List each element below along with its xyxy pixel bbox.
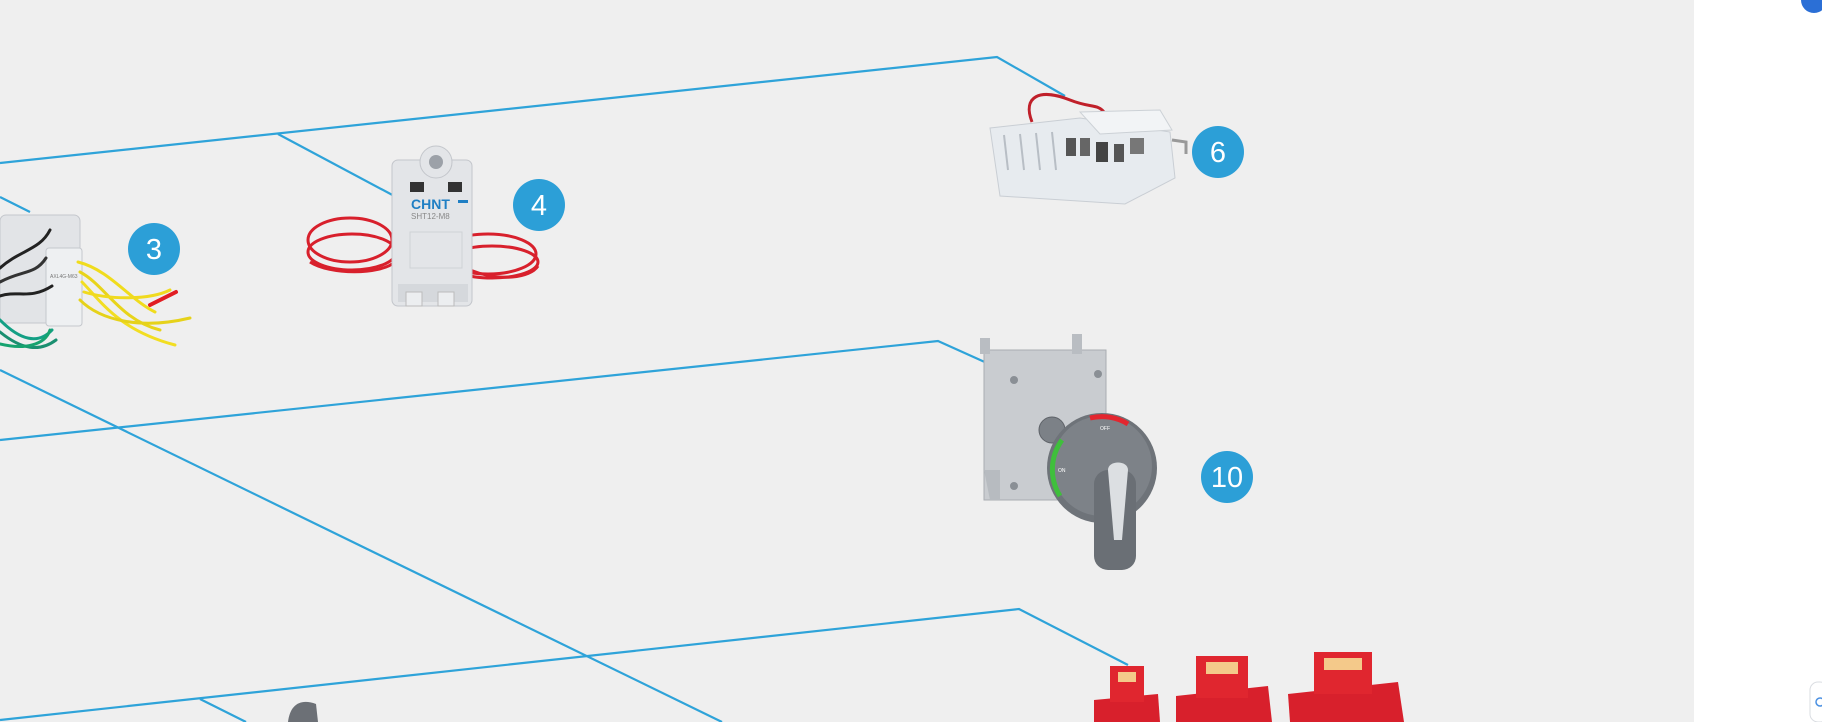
chat-icon[interactable] (1809, 681, 1822, 722)
accessory-diagram: AXL4G-M63 (0, 55, 1404, 722)
accessory-diagram-canvas: AXL4G-M63 (0, 0, 1694, 722)
leader-line-bottom (0, 607, 1129, 722)
leader-line-diagonal (0, 369, 723, 722)
callout-4[interactable]: 4 (513, 179, 565, 231)
undervoltage-release-image (989, 93, 1188, 205)
shunt-brand-label: CHNT (411, 196, 450, 212)
handle-on-label: ON (1058, 468, 1066, 474)
callout-10-label: 10 (1211, 462, 1243, 494)
callout-6[interactable]: 6 (1192, 126, 1244, 178)
shunt-model-label: SHT12-M8 (411, 212, 450, 221)
callout-4-label: 4 (531, 190, 547, 222)
auxiliary-contact-image: AXL4G-M63 (0, 214, 192, 350)
callout-10[interactable]: 10 (1201, 451, 1253, 503)
callout-6-label: 6 (1210, 137, 1226, 169)
right-sidebar (1694, 0, 1822, 722)
sidebar-icons (1801, 0, 1822, 722)
terminal-cover-medium (1176, 656, 1272, 722)
leader-lines (0, 55, 1129, 722)
callout-3[interactable]: 3 (128, 223, 180, 275)
terminal-covers-image (1094, 652, 1404, 722)
info-badge-icon[interactable] (1801, 0, 1822, 13)
leader-line-top (0, 55, 1066, 165)
shunt-release-image: CHNT SHT12-M8 (306, 145, 540, 307)
terminal-cover-large (1288, 652, 1404, 722)
leader-line-3 (0, 196, 31, 213)
aux-contact-label: AXL4G-M63 (50, 274, 78, 280)
handle-off-label: OFF (1100, 426, 1110, 432)
callout-3-label: 3 (146, 234, 162, 266)
partial-accessory-image (288, 701, 318, 722)
leader-line-middle (0, 339, 999, 442)
terminal-cover-small (1094, 666, 1160, 722)
rotary-handle-image: OFF ON (980, 334, 1157, 570)
leader-line-4 (277, 133, 399, 199)
leader-line-lower-left (199, 698, 247, 722)
